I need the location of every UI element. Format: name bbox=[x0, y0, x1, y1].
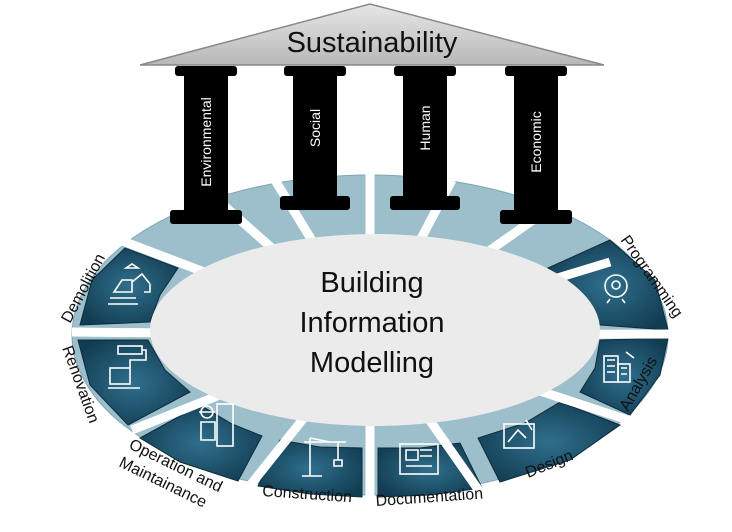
phase-label-construction: Construction bbox=[262, 483, 353, 506]
pillars: Environmental Social Human Economic bbox=[170, 66, 572, 224]
tile-design bbox=[477, 401, 622, 483]
pillar-label-economic: Economic bbox=[528, 111, 544, 172]
pillar-label-human: Human bbox=[417, 105, 433, 150]
phase-icons bbox=[108, 263, 635, 477]
inner-ellipse bbox=[150, 234, 600, 426]
drafting-icon bbox=[503, 419, 535, 449]
excavator-icon bbox=[108, 263, 151, 305]
center-line-1: Building bbox=[320, 267, 423, 299]
center-line-2: Information bbox=[299, 307, 444, 339]
pillar-social: Social bbox=[280, 66, 350, 210]
pillar-economic: Economic bbox=[500, 66, 572, 224]
tile-renovation bbox=[77, 339, 191, 426]
pillar-environmental: Environmental bbox=[170, 66, 242, 224]
tile-demolition bbox=[79, 247, 179, 326]
center-line-3: Modelling bbox=[310, 347, 434, 379]
pediment: Sustainability bbox=[139, 3, 605, 66]
pediment-title: Sustainability bbox=[287, 27, 458, 59]
blueprint-icon bbox=[399, 443, 439, 475]
center-title: Building Information Modelling bbox=[299, 267, 444, 379]
crane-icon bbox=[302, 437, 346, 477]
paint-roller-icon bbox=[108, 345, 147, 389]
tile-operation bbox=[138, 404, 263, 482]
worker-icon bbox=[199, 403, 234, 447]
pillar-label-social: Social bbox=[307, 109, 323, 147]
pillar-label-environmental: Environmental bbox=[198, 97, 214, 187]
brain-lightbulb-icon bbox=[604, 274, 628, 304]
pillar-human: Human bbox=[390, 66, 460, 210]
building-analysis-icon bbox=[603, 351, 635, 383]
